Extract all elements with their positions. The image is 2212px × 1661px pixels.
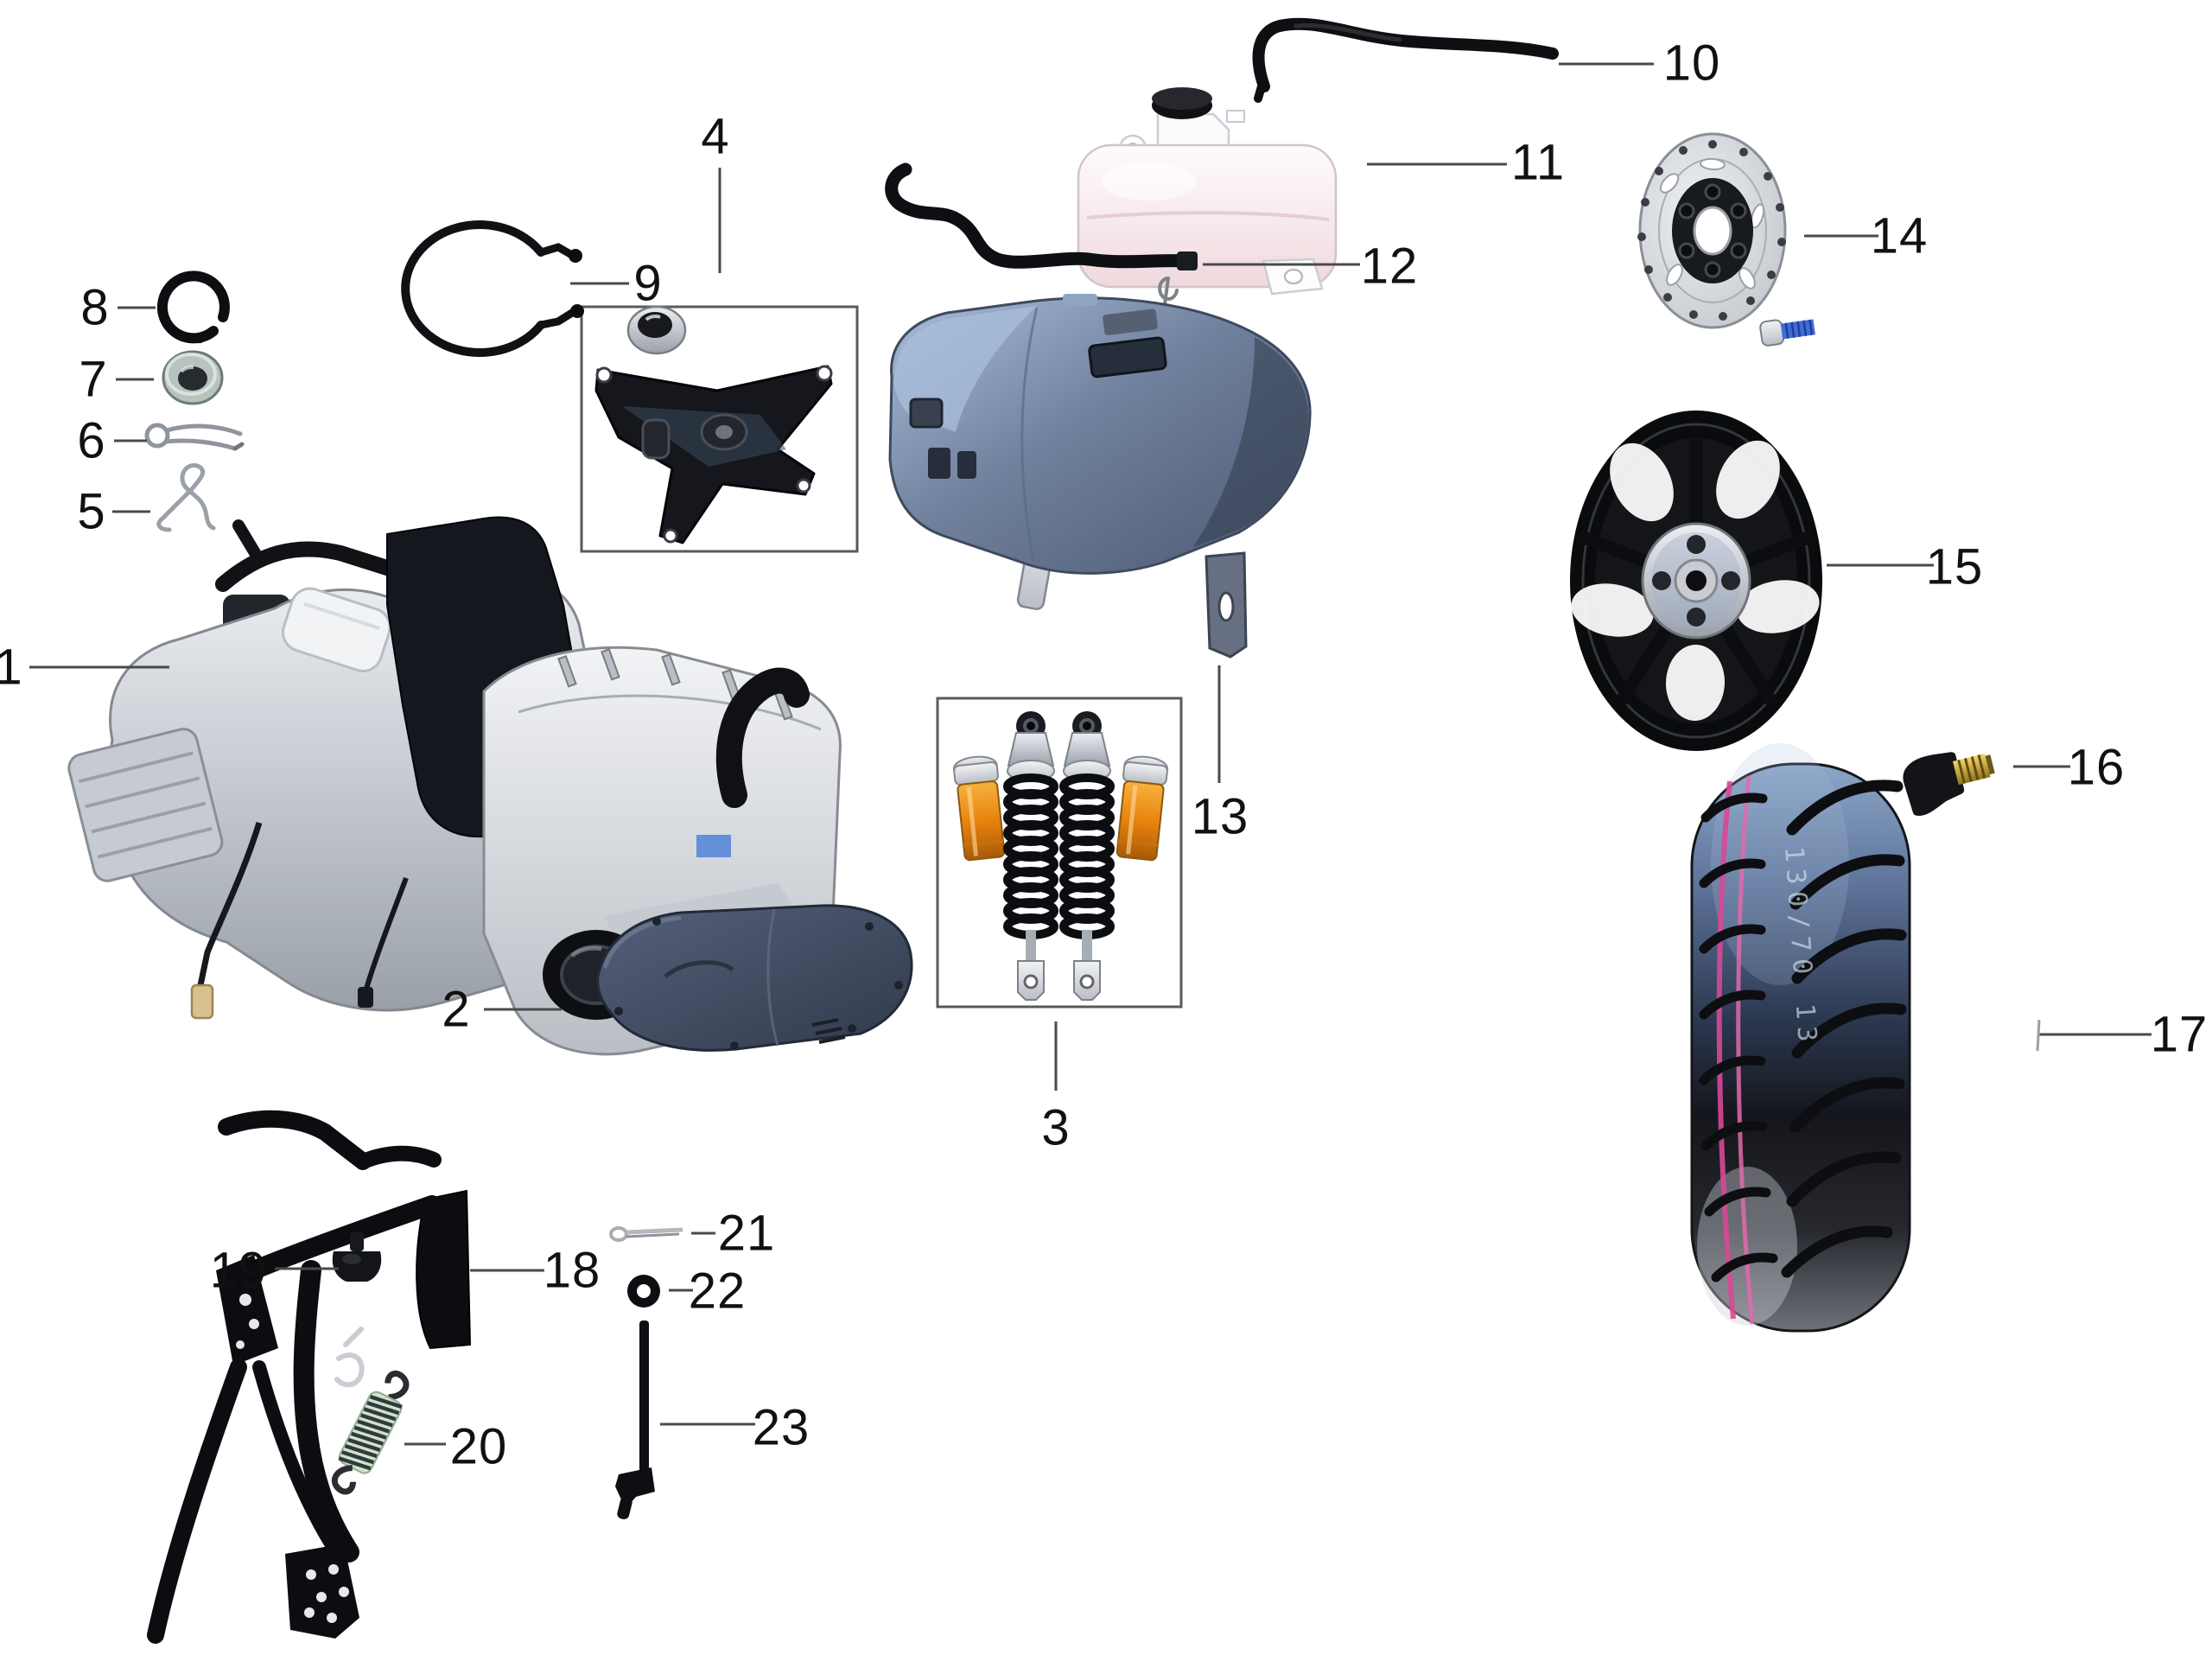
cotter-pin-illustration [609, 1226, 683, 1242]
rear-fender-illustration [888, 294, 1312, 659]
disc-bolt-illustration [1759, 319, 1815, 347]
callout-label-15: 15 [1925, 538, 1984, 595]
callout-label-1: 1 [0, 639, 23, 696]
brake-disc-illustration [1637, 132, 1815, 347]
callout-label-5: 5 [77, 483, 106, 540]
callout-label-7: 7 [79, 351, 108, 408]
r-pin-illustration [156, 463, 216, 532]
cvt-cover-illustration [596, 904, 913, 1052]
clip-illustration [144, 423, 245, 451]
rear-wheel-illustration [1570, 410, 1822, 751]
hose-12-illustration [885, 162, 1198, 306]
callout-label-4: 4 [701, 108, 730, 165]
callout-label-14: 14 [1870, 207, 1929, 264]
center-stand-illustration [147, 1110, 472, 1644]
callout-label-22: 22 [688, 1263, 747, 1320]
o-ring-illustration [627, 1275, 660, 1308]
callout-label-8: 8 [80, 279, 110, 336]
stand-spring-illustration [331, 1370, 410, 1495]
valve-stem-illustration [1903, 752, 1995, 816]
callout-label-12: 12 [1360, 238, 1419, 295]
callout-label-21: 21 [717, 1205, 776, 1262]
stand-bumper-illustration [332, 1232, 382, 1282]
cable-loop-illustration [401, 220, 584, 357]
callout-label-23: 23 [752, 1399, 810, 1456]
callout-label-6: 6 [77, 412, 106, 469]
callout-label-2: 2 [442, 981, 471, 1038]
callout-label-13: 13 [1191, 788, 1249, 845]
washer-illustration [162, 350, 224, 405]
callout-label-3: 3 [1041, 1099, 1071, 1156]
tire-illustration: 130/70 13 [1690, 743, 1911, 1333]
leader-lines [29, 62, 2152, 1446]
callout-label-16: 16 [2067, 739, 2126, 796]
callout-label-11: 11 [1510, 134, 1566, 191]
reservoir-tank-illustration [1077, 87, 1338, 296]
callout-label-17: 17 [2150, 1006, 2209, 1063]
callout-label-20: 20 [449, 1418, 508, 1475]
callout-label-18: 18 [543, 1242, 601, 1299]
callout-label-9: 9 [633, 255, 663, 312]
leader-17-tick [2036, 1019, 2041, 1052]
callout-label-19: 19 [209, 1242, 268, 1299]
snap-ring-illustration [156, 270, 230, 344]
bracket-detail-illustration [594, 305, 833, 544]
callout-label-10: 10 [1662, 35, 1721, 92]
kickstand-rod-illustration [615, 1321, 655, 1520]
hose-10-illustration [1252, 17, 1559, 103]
